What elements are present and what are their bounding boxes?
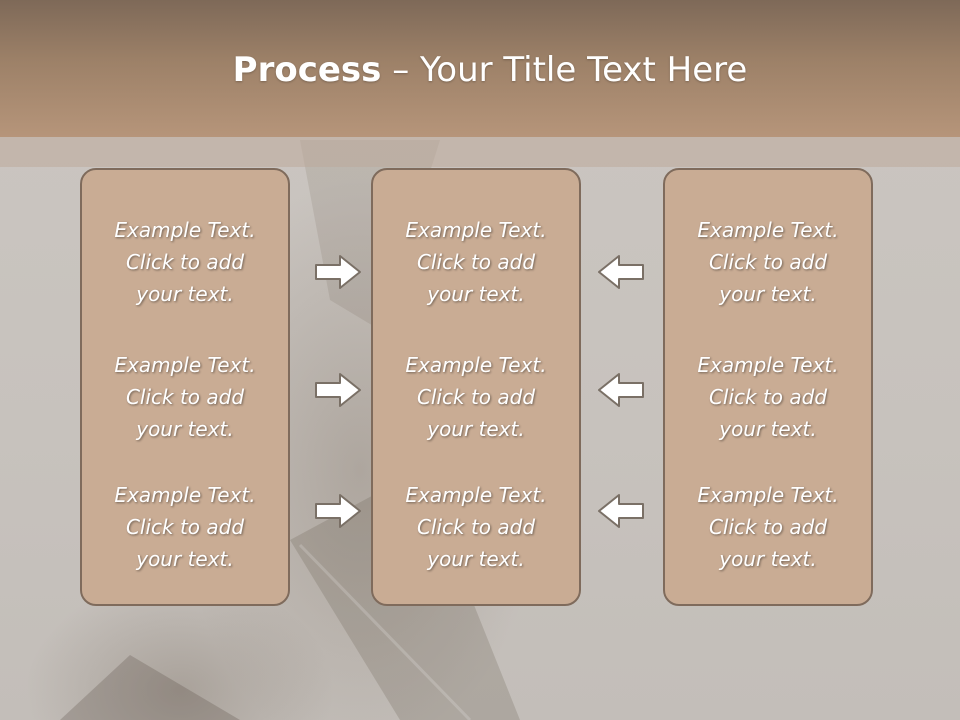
text-block[interactable]: Example Text. Click to add your text. <box>373 214 579 310</box>
text-line: Click to add <box>125 515 245 539</box>
slide-title[interactable]: Process – Your Title Text Here <box>0 50 960 90</box>
title-separator: – <box>381 50 421 90</box>
text-line: Example Text. <box>405 218 547 242</box>
text-line: your text. <box>719 547 817 571</box>
text-line: Example Text. <box>114 218 256 242</box>
title-text: Your Title Text Here <box>420 50 748 90</box>
text-line: Click to add <box>125 385 245 409</box>
text-block[interactable]: Example Text. Click to add your text. <box>82 349 288 445</box>
text-line: Example Text. <box>114 483 256 507</box>
text-line: Example Text. <box>114 353 256 377</box>
text-line: Click to add <box>708 515 828 539</box>
text-line: your text. <box>136 547 234 571</box>
right-arrow-icon <box>315 494 361 528</box>
right-arrow-icon <box>315 255 361 289</box>
text-line: your text. <box>427 547 525 571</box>
text-line: Click to add <box>125 250 245 274</box>
text-block[interactable]: Example Text. Click to add your text. <box>665 479 871 575</box>
text-line: Example Text. <box>697 483 839 507</box>
text-line: Example Text. <box>405 353 547 377</box>
text-line: your text. <box>719 417 817 441</box>
text-block[interactable]: Example Text. Click to add your text. <box>665 349 871 445</box>
text-line: Click to add <box>416 250 536 274</box>
title-band <box>0 137 960 167</box>
text-block[interactable]: Example Text. Click to add your text. <box>82 214 288 310</box>
text-line: your text. <box>136 417 234 441</box>
left-arrow-icon <box>598 255 644 289</box>
text-line: Click to add <box>708 385 828 409</box>
text-line: Click to add <box>416 515 536 539</box>
process-box-left[interactable]: Example Text. Click to add your text. Ex… <box>80 168 290 606</box>
left-arrow-icon <box>598 373 644 407</box>
text-line: Example Text. <box>405 483 547 507</box>
text-block[interactable]: Example Text. Click to add your text. <box>82 479 288 575</box>
text-line: Example Text. <box>697 218 839 242</box>
text-block[interactable]: Example Text. Click to add your text. <box>373 349 579 445</box>
text-line: Example Text. <box>697 353 839 377</box>
text-line: Click to add <box>708 250 828 274</box>
title-bar <box>0 0 960 137</box>
text-line: your text. <box>136 282 234 306</box>
right-arrow-icon <box>315 373 361 407</box>
process-box-right[interactable]: Example Text. Click to add your text. Ex… <box>663 168 873 606</box>
title-bold: Process <box>232 50 382 90</box>
text-line: your text. <box>719 282 817 306</box>
text-line: your text. <box>427 282 525 306</box>
text-block[interactable]: Example Text. Click to add your text. <box>373 479 579 575</box>
left-arrow-icon <box>598 494 644 528</box>
text-line: Click to add <box>416 385 536 409</box>
process-box-middle[interactable]: Example Text. Click to add your text. Ex… <box>371 168 581 606</box>
text-line: your text. <box>427 417 525 441</box>
text-block[interactable]: Example Text. Click to add your text. <box>665 214 871 310</box>
